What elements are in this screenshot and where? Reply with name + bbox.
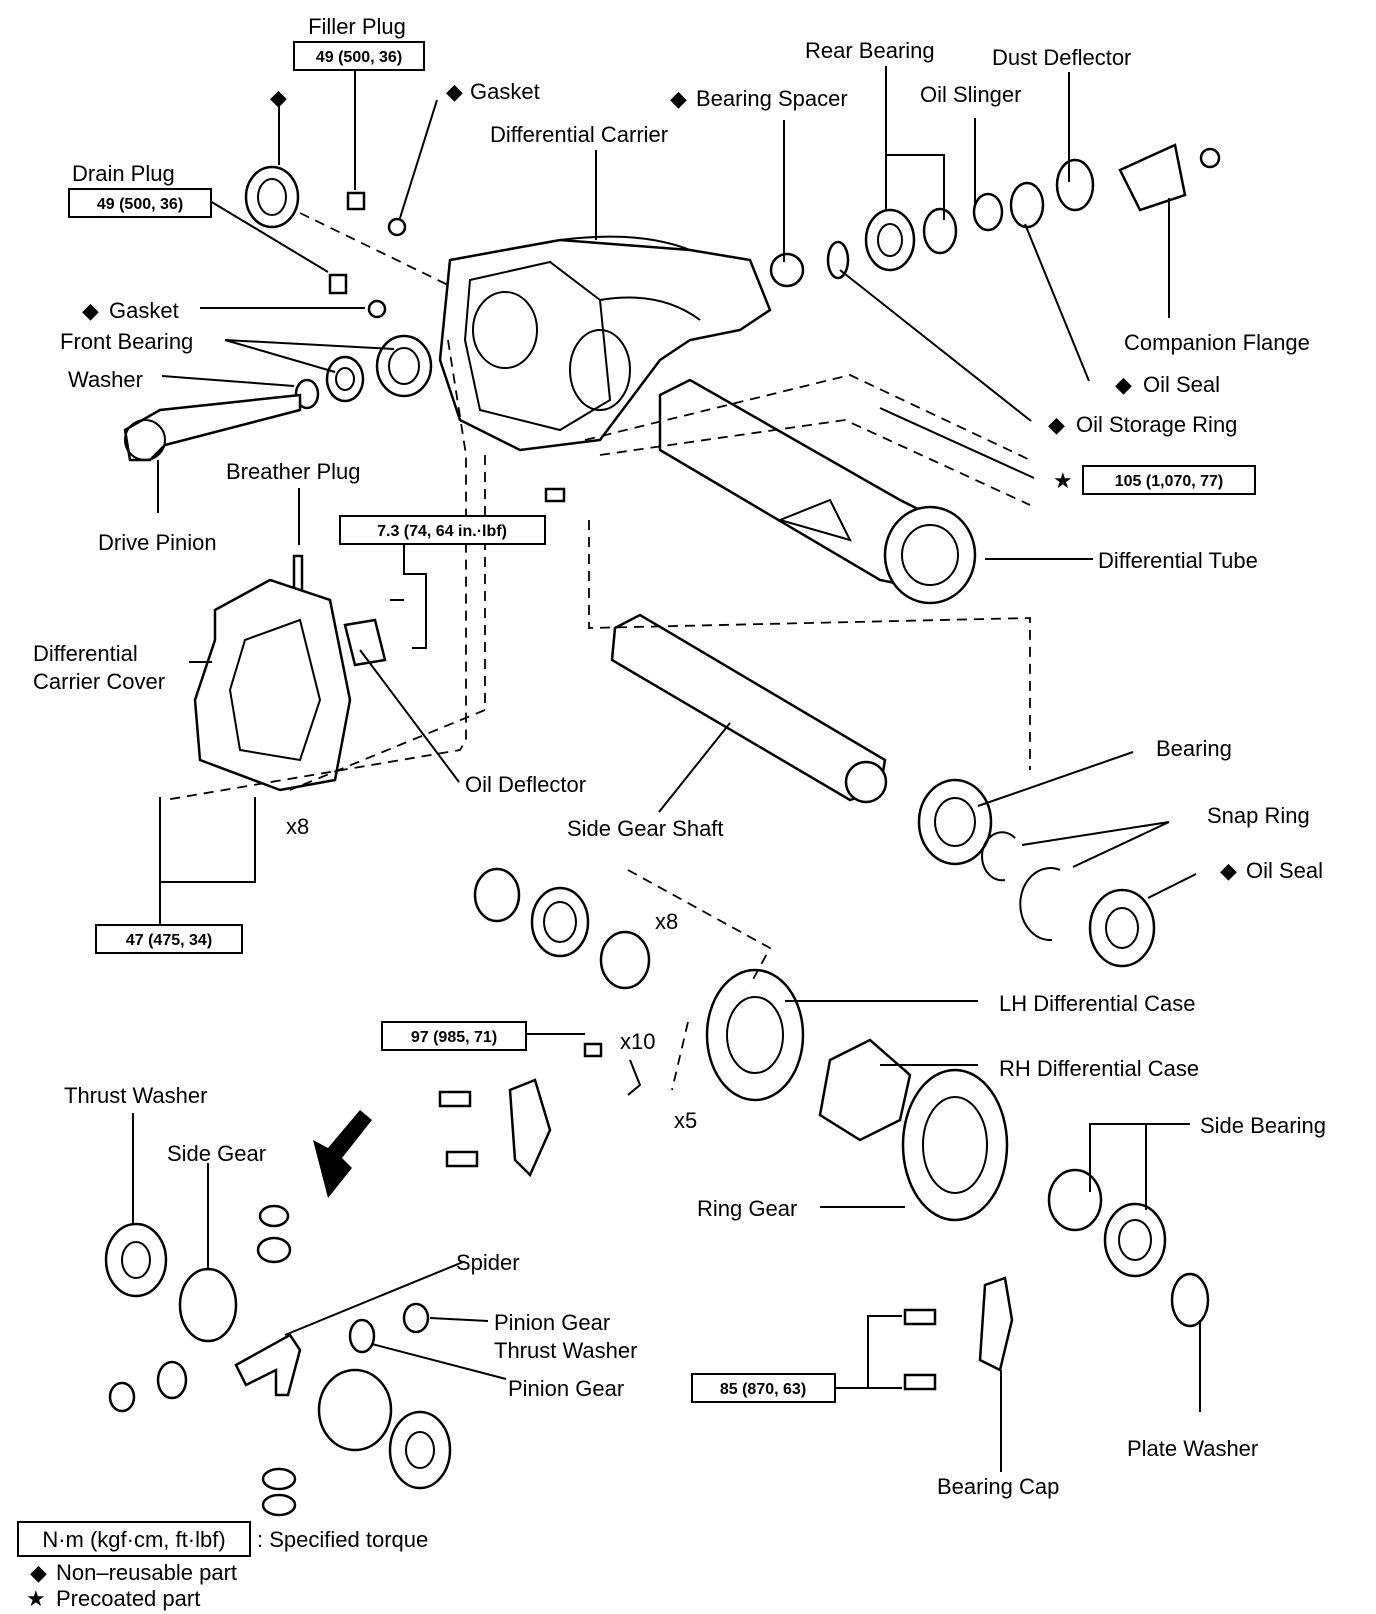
label-plate-washer: Plate Washer <box>1127 1436 1258 1461</box>
torque-box-cover-nut: 47 (475, 34) <box>95 924 243 954</box>
differential-carrier-part <box>438 235 772 452</box>
torque-box-cover-bolt: 7.3 (74, 64 in.·lbf) <box>339 515 546 545</box>
label-companion-flange: Companion Flange <box>1124 330 1310 355</box>
label-washer: Washer <box>68 367 143 392</box>
torque-cover-nut: 47 (475, 34) <box>126 932 212 949</box>
legend: N·m (kgf·cm, ft·lbf) : Specified torque … <box>17 1521 428 1611</box>
legend-non-reusable: Non–reusable part <box>56 1560 237 1585</box>
label-bearing-cap: Bearing Cap <box>937 1474 1059 1499</box>
label-oil-seal-right: Oil Seal <box>1246 858 1323 883</box>
front-bearing-cup-part <box>244 165 433 410</box>
label-differential-tube: Differential Tube <box>1098 548 1258 573</box>
label-bearing-spacer: Bearing Spacer <box>696 86 848 111</box>
internal-gears-part <box>104 1204 452 1517</box>
label-drive-pinion: Drive Pinion <box>98 530 217 555</box>
precoated-star-icon: ★ <box>1053 468 1073 493</box>
label-lh-case: LH Differential Case <box>999 991 1195 1016</box>
axle-bearing-parts <box>917 778 1156 968</box>
label-spider: Spider <box>456 1250 520 1275</box>
label-filler-plug: Filler Plug <box>308 14 406 39</box>
carrier-cover-part <box>193 578 387 792</box>
torque-box-cap-bolt: 85 (870, 63) <box>691 1373 836 1403</box>
label-front-bearing: Front Bearing <box>60 329 193 354</box>
label-x10: x10 <box>620 1029 655 1054</box>
label-oil-seal-top: Oil Seal <box>1143 372 1220 397</box>
torque-cap-bolt: 85 (870, 63) <box>720 1381 806 1398</box>
label-breather-plug: Breather Plug <box>226 459 361 484</box>
label-x8-case: x8 <box>655 909 678 934</box>
label-side-bearing: Side Bearing <box>1200 1113 1326 1138</box>
non-reusable-icon: ◆ <box>670 86 687 111</box>
drive-pinion-part <box>123 393 302 462</box>
label-differential-carrier: Differential Carrier <box>490 122 668 147</box>
label-bearing: Bearing <box>1156 736 1232 761</box>
torque-cover-bolt: 7.3 (74, 64 in.·lbf) <box>377 523 507 540</box>
label-side-gear: Side Gear <box>167 1141 266 1166</box>
torque-box-drain: 49 (500, 36) <box>68 188 212 218</box>
direction-arrow-icon <box>313 1110 372 1198</box>
non-reusable-icon: ◆ <box>30 1560 47 1585</box>
non-reusable-icon: ◆ <box>1220 858 1237 883</box>
legend-precoated: Precoated part <box>56 1586 200 1611</box>
label-x5: x5 <box>674 1108 697 1133</box>
label-gasket-top: Gasket <box>470 79 540 104</box>
label-ring-gear: Ring Gear <box>697 1196 797 1221</box>
non-reusable-icon: ◆ <box>1115 372 1132 397</box>
torque-filler: 49 (500, 36) <box>316 49 402 66</box>
legend-torque-units: N·m (kgf·cm, ft·lbf) <box>42 1527 225 1552</box>
torque-box-filler: 49 (500, 36) <box>293 41 425 71</box>
precoated-star-icon: ★ <box>26 1586 46 1611</box>
differential-tube-part <box>658 378 977 605</box>
label-differential-carrier-cover-2: Carrier Cover <box>33 669 165 694</box>
torque-drain: 49 (500, 36) <box>97 196 183 213</box>
label-pinion-gear: Pinion Gear <box>508 1376 624 1401</box>
non-reusable-icon: ◆ <box>1048 412 1065 437</box>
torque-box-tube-bolt: 105 (1,070, 77) ★ <box>1053 465 1256 495</box>
label-thrust-washer: Thrust Washer <box>64 1083 207 1108</box>
label-snap-ring: Snap Ring <box>1207 803 1310 828</box>
label-drain-plug: Drain Plug <box>72 161 175 186</box>
label-pinion-thrust-2: Thrust Washer <box>494 1338 637 1363</box>
non-reusable-icon: ◆ <box>82 298 99 323</box>
torque-case-bolt: 97 (985, 71) <box>411 1029 497 1046</box>
label-x8-cover: x8 <box>286 814 309 839</box>
leader-lines <box>132 62 1201 1472</box>
torque-box-case-bolt: 97 (985, 71) <box>381 1021 527 1051</box>
non-reusable-icon: ◆ <box>446 79 463 104</box>
label-oil-deflector: Oil Deflector <box>465 772 586 797</box>
rear-side-parts <box>769 143 1221 288</box>
torque-tube-bolt: 105 (1,070, 77) <box>1115 473 1224 490</box>
non-reusable-icon: ◆ <box>270 85 287 110</box>
label-rear-bearing: Rear Bearing <box>805 38 935 63</box>
label-oil-storage-ring: Oil Storage Ring <box>1076 412 1237 437</box>
label-dust-deflector: Dust Deflector <box>992 45 1131 70</box>
legend-torque-desc: : Specified torque <box>257 1527 428 1552</box>
label-differential-carrier-cover-1: Differential <box>33 641 138 666</box>
label-side-gear-shaft: Side Gear Shaft <box>567 816 724 841</box>
label-rh-case: RH Differential Case <box>999 1056 1199 1081</box>
part-labels: Filler Plug ◆ Gasket ◆ ◆ Bearing Spacer … <box>33 14 1326 1499</box>
label-gasket-left: Gasket <box>109 298 179 323</box>
side-gear-shaft-part <box>610 613 888 804</box>
label-pinion-thrust-1: Pinion Gear <box>494 1310 610 1335</box>
differential-case-part <box>438 867 1210 1391</box>
label-oil-slinger: Oil Slinger <box>920 82 1021 107</box>
